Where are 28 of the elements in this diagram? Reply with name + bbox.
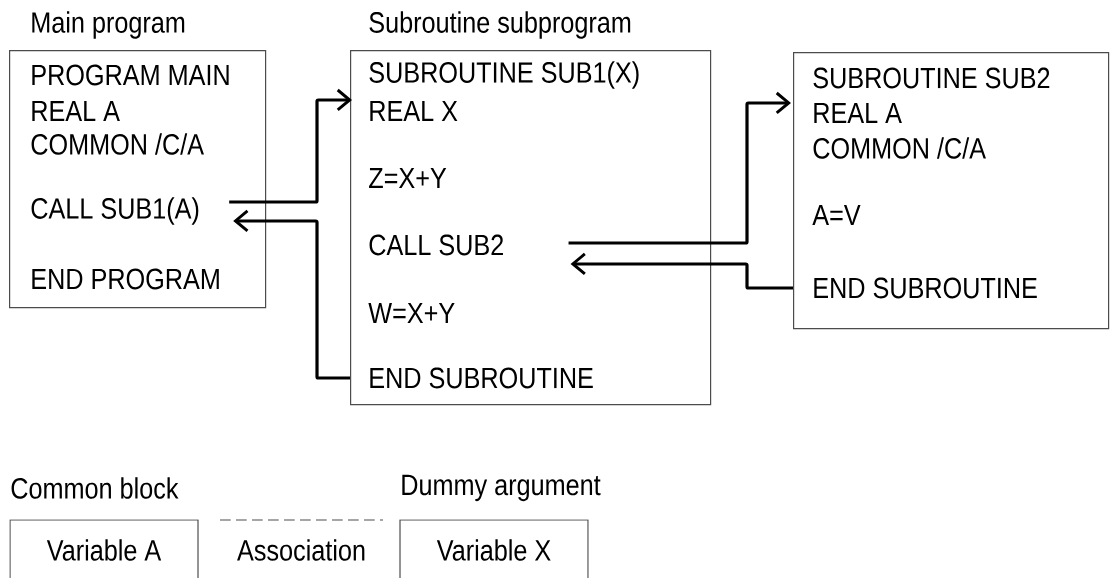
code-line: COMMON /C/A (813, 137, 986, 159)
code-line: END PROGRAM (32, 268, 219, 290)
code-line: SUBROUTINE SUB2 (813, 67, 1050, 89)
association-cell: Association (219, 519, 384, 561)
arrow (233, 209, 350, 380)
code-line: Z=X+Y (369, 167, 447, 189)
box-heading: Subroutine subprogram (369, 11, 631, 39)
code-line: REAL X (370, 100, 458, 122)
code-line: COMMON /C/A (31, 133, 204, 155)
arrow (229, 88, 352, 204)
arrow (568, 91, 791, 245)
table-cell: Variable A (9, 519, 199, 578)
cell-heading: Common block (11, 477, 179, 499)
code-line: SUBROUTINE SUB1(X) (369, 61, 639, 89)
code-line: A=V (812, 204, 861, 226)
code-line: CALL SUB1(A) (31, 197, 199, 225)
box-heading: Main program (32, 11, 185, 39)
code-line: END SUBROUTINE (814, 277, 1037, 299)
arrow (570, 252, 793, 290)
table-cell: Variable X (399, 519, 589, 578)
code-line: REAL A (814, 102, 902, 124)
cell-heading: Dummy argument (402, 474, 601, 502)
code-line: REAL A (32, 100, 120, 122)
code-line: CALL SUB2 (369, 234, 503, 256)
code-line: PROGRAM MAIN (32, 64, 229, 86)
program-box (793, 52, 1110, 330)
code-line: END SUBROUTINE (370, 367, 593, 389)
code-line: W=X+Y (368, 302, 455, 324)
